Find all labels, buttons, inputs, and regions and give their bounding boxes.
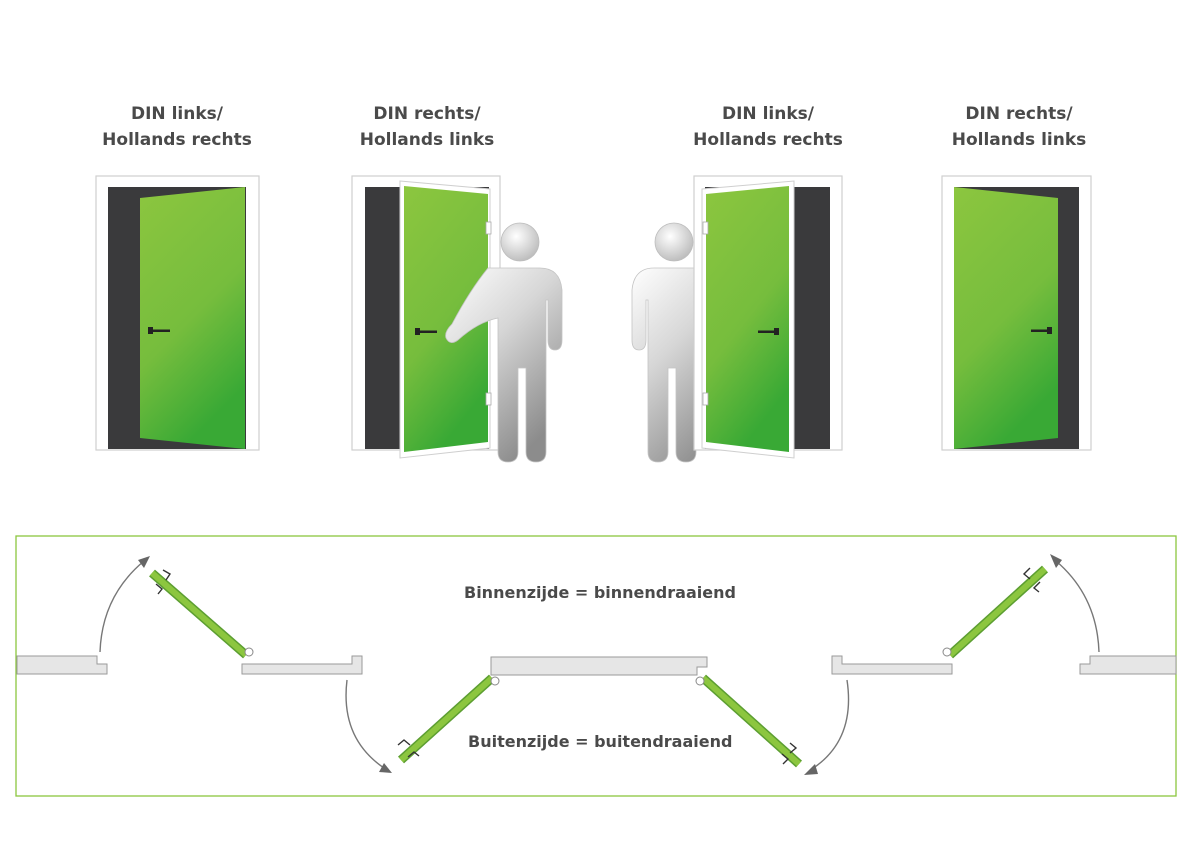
plan-door-2 [345,674,500,773]
door-leaf [706,186,789,452]
door-handle-icon [148,327,170,334]
hinge-icon [942,647,952,657]
swing-arc [345,679,385,769]
door-title-line2: Hollands rechts [102,130,252,150]
plan-door-4 [942,554,1100,659]
door-title-line1: DIN rechts/ [373,104,481,124]
door-title-line2: Hollands rechts [693,130,843,150]
hinge-icon [485,221,492,235]
plan-door-1 [99,556,254,659]
wall-segment [16,655,108,675]
door-leaf [954,187,1058,449]
inside-label: Binnenzijde = binnendraaiend [464,583,736,602]
outside-label: Buitenzijde = buitendraaiend [468,732,733,751]
door-title-line1: DIN rechts/ [965,104,1073,124]
arrow-head-icon [379,763,392,773]
hinge-icon [490,676,500,686]
plan-door-3 [695,674,850,775]
door-title-line2: Hollands links [359,130,495,150]
wall-segment [490,656,708,676]
door-title-din-rechts-1: DIN rechts/ Hollands links [317,101,537,153]
person-icon [445,222,563,463]
wall-segment [241,655,363,675]
hinge-icon [485,392,492,406]
handle-icon [155,569,171,595]
handle-icon [1022,567,1041,593]
door-leaf [140,187,245,449]
door-4 [941,175,1092,451]
door-1 [95,175,260,451]
swing-arc [811,679,850,770]
door-3 [693,175,843,459]
door-title-din-links-2: DIN links/ Hollands rechts [658,101,878,153]
door-title-din-links-1: DIN links/ Hollands rechts [67,101,287,153]
door-handle-icon [758,328,779,335]
handle-icon [397,739,420,758]
arrow-head-icon [138,556,150,568]
swing-arc [1055,560,1100,653]
wall-segment [831,655,953,675]
door-leaf [404,186,488,452]
swing-arc [99,560,145,653]
hinge-icon [244,647,254,657]
handle-icon [781,742,798,765]
door-title-line2: Hollands links [951,130,1087,150]
arrow-head-icon [1050,554,1062,568]
wall-segment [1079,655,1177,675]
hinge-icon [702,221,709,235]
door-title-din-rechts-2: DIN rechts/ Hollands links [909,101,1129,153]
door-title-line1: DIN links/ [722,104,814,124]
arrow-head-icon [804,764,818,775]
door-handle-icon [415,328,437,335]
door-title-line1: DIN links/ [131,104,223,124]
door-handle-icon [1031,327,1052,334]
door-2 [351,175,501,459]
hinge-icon [695,676,705,686]
hinge-icon [702,392,709,406]
